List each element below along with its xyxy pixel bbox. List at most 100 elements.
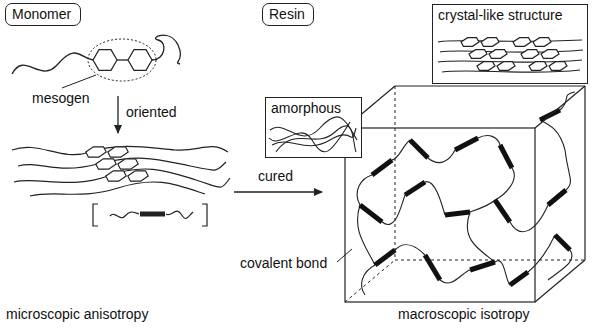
- network-chains: [495, 261, 510, 285]
- cube-edges: [535, 86, 585, 128]
- oriented-chains: [14, 169, 230, 187]
- caption-label: microscopic anisotropy: [6, 306, 148, 323]
- crystal-mesogens: [479, 38, 501, 47]
- network-chains: [528, 235, 555, 272]
- bracket: [93, 204, 98, 226]
- box-label: amorphous: [271, 100, 341, 117]
- crystal-chains: [438, 40, 582, 42]
- biphenyl-mesogen: [128, 50, 152, 71]
- monomer-chain: [12, 53, 93, 74]
- stacked-mesogens: [105, 147, 130, 157]
- cube-edges: [584, 86, 585, 260]
- part-label: mesogen: [32, 90, 90, 107]
- crystal-mesogens: [519, 50, 541, 59]
- process-arrow: [234, 191, 322, 192]
- leader-line: [62, 75, 96, 88]
- mesogen-bars: [405, 182, 425, 195]
- stacked-mesogens: [83, 147, 150, 181]
- mesogen-outline: [88, 39, 156, 81]
- mesogen-bars: [555, 235, 570, 250]
- step-label: oriented: [126, 104, 177, 121]
- crystal-mesogens: [459, 38, 481, 47]
- part-label: covalent bond: [240, 255, 327, 272]
- crystal-mesogens: [475, 62, 497, 71]
- inset-box: amorphous: [265, 97, 362, 158]
- box-label: crystal-like structure: [438, 7, 562, 24]
- cube-edges: [345, 128, 535, 302]
- mesogen-bars: [510, 272, 528, 285]
- crystal-mesogens: [459, 38, 569, 71]
- biphenyl-mesogen: [93, 50, 152, 71]
- crystal-mesogens: [547, 62, 569, 71]
- mesogen-bars: [548, 190, 566, 205]
- caption-label: macroscopic isotropy: [398, 306, 530, 323]
- crystal-mesogens: [495, 62, 517, 71]
- network-chains: [382, 195, 405, 225]
- stacked-mesogens: [93, 159, 118, 169]
- stacked-mesogens: [83, 147, 108, 157]
- cube-hidden-edges: [395, 86, 396, 260]
- mesogen-bars: [445, 212, 470, 215]
- network-chains: [540, 120, 565, 150]
- biphenyl-mesogen: [93, 50, 117, 71]
- network-chains: [392, 140, 410, 160]
- amorphous-chains: [269, 122, 350, 152]
- network-chains: [428, 150, 455, 163]
- bracket: [93, 204, 207, 226]
- stacked-mesogens: [115, 159, 140, 169]
- crystal-mesogens: [467, 50, 489, 59]
- monomer-chain: [152, 35, 181, 64]
- cube-hidden-edges: [345, 260, 395, 302]
- crystal-chains: [438, 40, 583, 72]
- leader-line: [337, 249, 352, 262]
- process-arrow: [117, 96, 118, 133]
- network-chains: [395, 245, 425, 255]
- mesogen-bars: [372, 160, 392, 175]
- amorphous-chains: [269, 117, 357, 152]
- mesogen-bars: [425, 255, 440, 280]
- crystal-mesogens: [511, 38, 533, 47]
- mesogen-bars: [375, 250, 395, 265]
- network-chains: [470, 200, 495, 212]
- bracket: [166, 211, 193, 218]
- title-tag: Monomer: [5, 3, 81, 26]
- inset-box: crystal-like structure: [432, 4, 588, 84]
- inset-ground: [432, 4, 588, 84]
- mesogen-bars: [410, 140, 428, 158]
- crystal-mesogens: [531, 38, 553, 47]
- monomer-chain: [117, 59, 128, 60]
- crystal-mesogens: [487, 50, 509, 59]
- network-chains: [357, 175, 372, 205]
- amorphous-chains: [270, 117, 357, 140]
- network-chains: [425, 182, 445, 215]
- cube-edges: [345, 86, 585, 302]
- cube-edges: [395, 85, 585, 86]
- title-tag: Resin: [262, 3, 314, 26]
- network-chains: [548, 250, 572, 280]
- oriented-chains: [12, 146, 230, 196]
- amorphous-chains: [276, 126, 356, 152]
- cube-edges: [535, 260, 585, 302]
- bracket: [110, 212, 139, 218]
- network-chains: [467, 212, 495, 262]
- cube-hidden-edges: [345, 86, 585, 302]
- crystal-mesogens: [539, 50, 561, 59]
- cube-hidden-edges: [395, 260, 585, 261]
- stacked-mesogens: [103, 171, 128, 181]
- stacked-mesogens: [125, 171, 150, 181]
- mesogen-bars: [500, 145, 512, 168]
- network-chains: [478, 136, 500, 145]
- network-chains: [495, 168, 514, 200]
- crystal-chains: [440, 50, 583, 52]
- mesogen-bars: [455, 138, 478, 150]
- oriented-chains: [30, 182, 205, 196]
- box-label: Monomer: [12, 6, 71, 23]
- inset-ground: [265, 97, 362, 158]
- crystal-mesogens: [527, 62, 549, 71]
- network-chains: [362, 265, 375, 295]
- box-label: Resin: [269, 6, 305, 23]
- bracket: [140, 212, 165, 217]
- network-chains: [440, 270, 470, 283]
- network-chains: [510, 205, 548, 232]
- mesogen-bars: [360, 205, 382, 222]
